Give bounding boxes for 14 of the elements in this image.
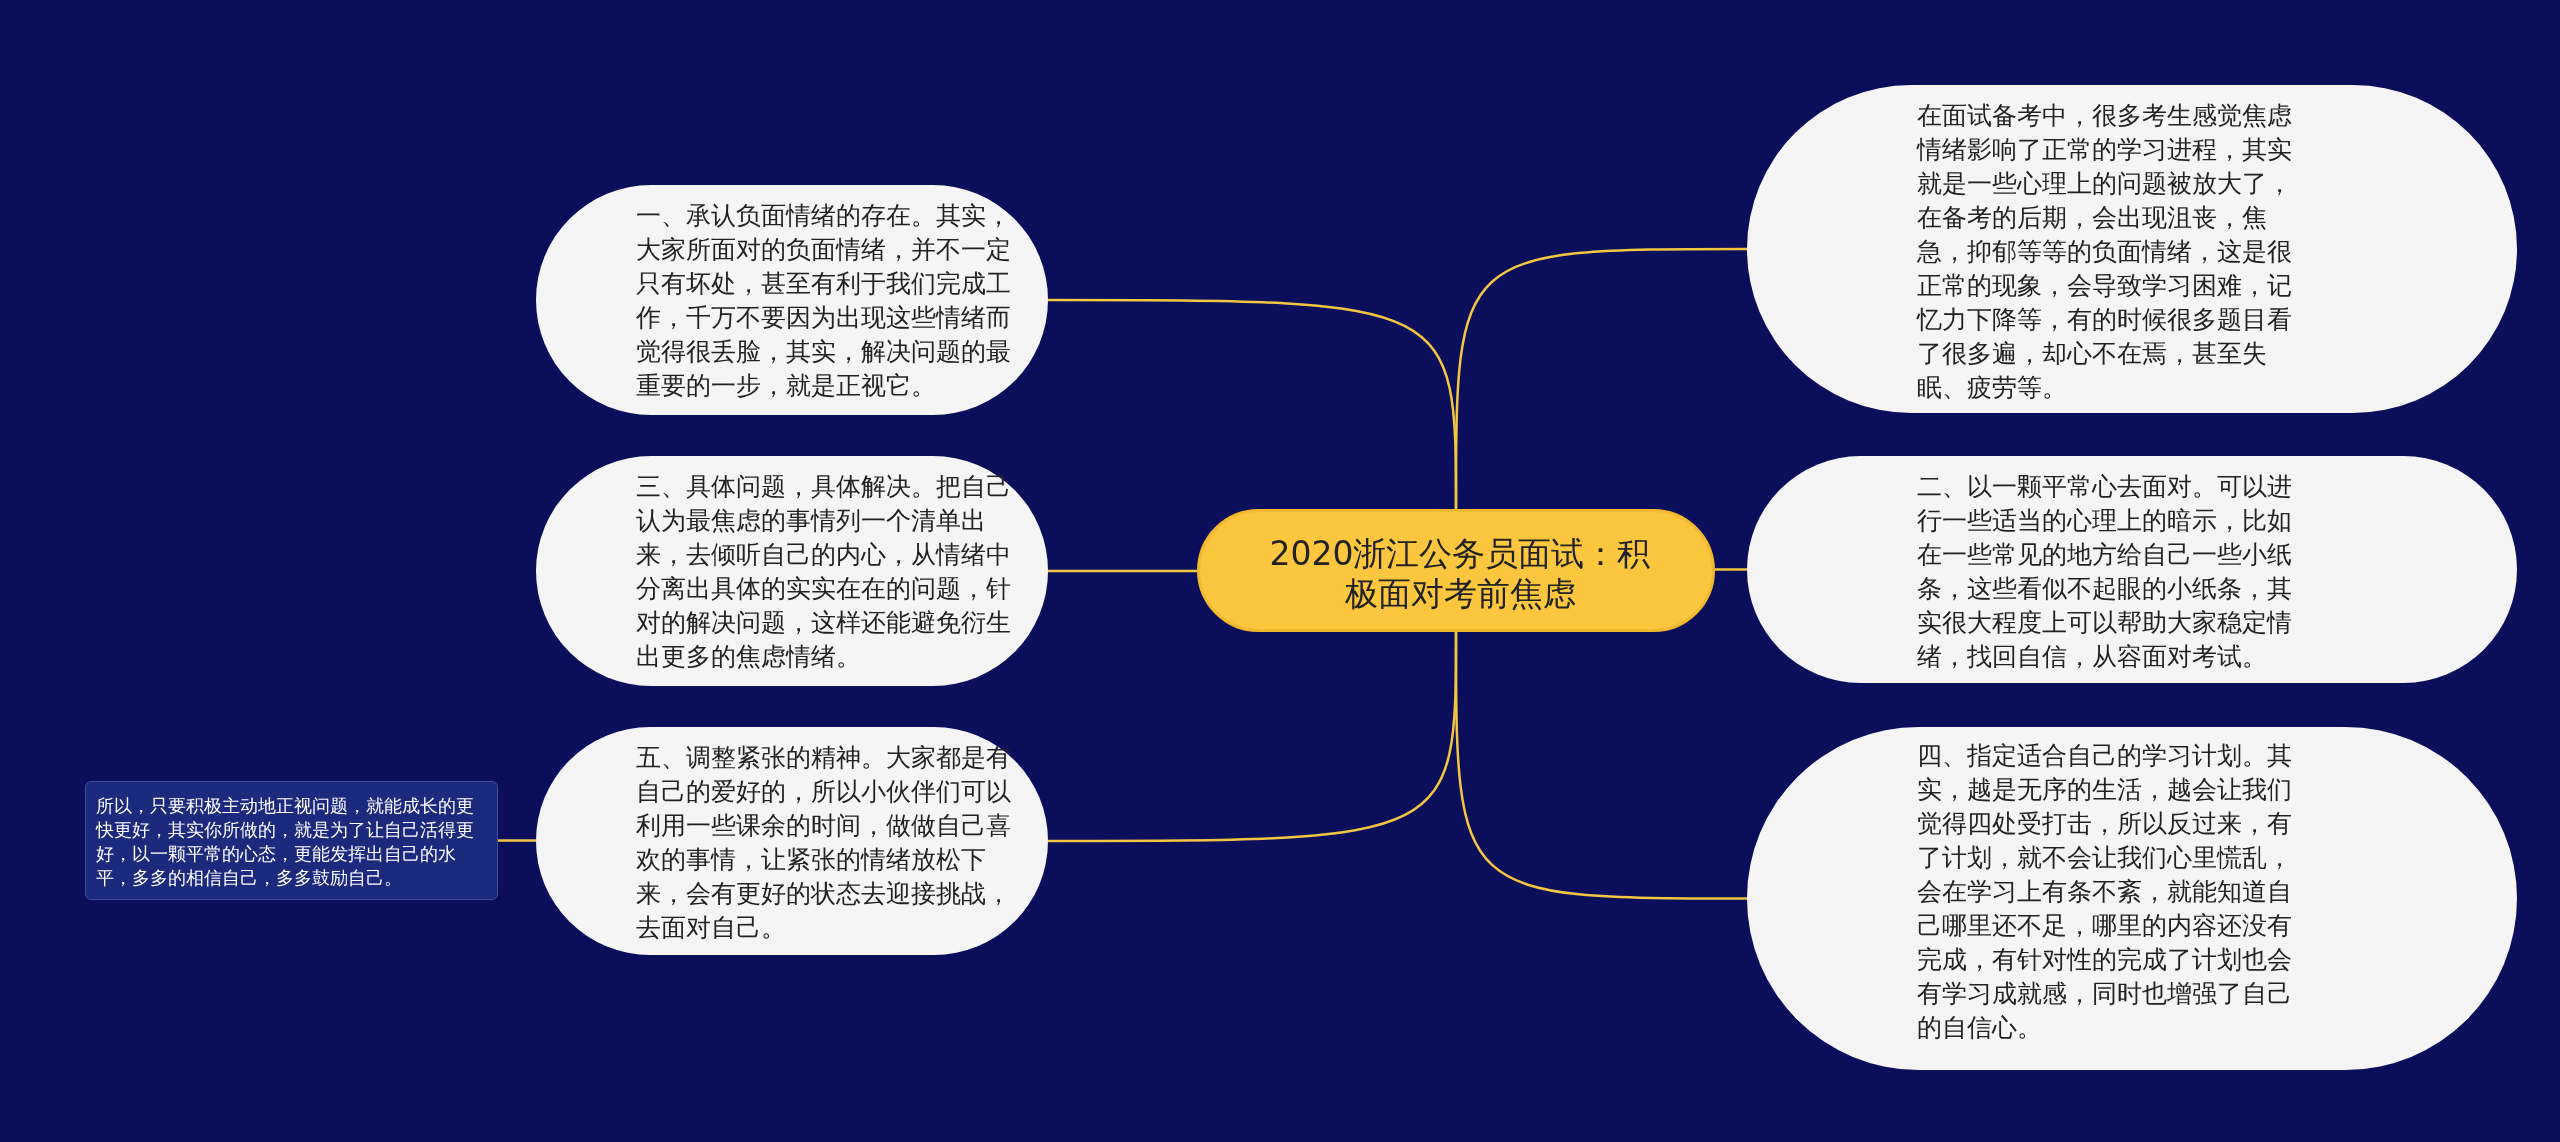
connector-line	[498, 839, 536, 842]
node-text: 二、以一颗平常心去面对。可以进行一些适当的心理上的暗示，比如在一些常见的地方给自己一些小纸条，这些看似不起眼的小纸条，其实很大程度上可以帮助大家稳定情绪，找回自信，从容面对考试。	[1917, 471, 2293, 673]
node-text: 在面试备考中，很多考生感觉焦虑情绪影响了正常的学习进程，其实就是一些心理上的问题被放大了，在备考的后期，会出现沮丧，焦急，抑郁等等的负面情绪，这是很正常的现象，会导致学习困难，记忆力下降等，有的时候很多题目看了很多遍，却心不在焉，甚至失眠、疲劳等。	[1917, 100, 2293, 404]
note-box	[85, 781, 498, 900]
connector-line	[1715, 568, 1747, 571]
topic-text: 2020浙江公务员面试：积极面对考前焦虑	[1268, 534, 1652, 614]
node-text: 四、指定适合自己的学习计划。其实，越是无序的生活，越会让我们觉得四处受打击，所以反过来，有了计划，就不会让我们心里慌乱，会在学习上有条不紊，就能知道自己哪里还不足，哪里的内容还没有完成，有针对性的完成了计划也会有学习成就感，同时也增强了自己的自信心。	[1917, 740, 2293, 1044]
connector-line	[1048, 569, 1197, 573]
connector-line	[1048, 298, 1458, 509]
node-text: 三、具体问题，具体解决。把自己认为最焦虑的事情列一个清单出来，去倾听自己的内心，从情绪中分离出具体的实实在在的问题，针对的解决问题，这样还能避免衍生出更多的焦虑情绪。	[636, 471, 1012, 673]
node-text: 一、承认负面情绪的存在。其实，大家所面对的负面情绪，并不一定只有坏处，甚至有利于我们完成工作，千万不要因为出现这些情绪而觉得很丢脸，其实，解决问题的最重要的一步，就是正视它。	[636, 200, 1012, 402]
node-text: 所以，只要积极主动地正视问题，就能成长的更快更好，其实你所做的，就是为了让自己活得更好，以一颗平常的心态，更能发挥出自己的水平，多多的相信自己，多多鼓励自己。	[96, 795, 475, 890]
connector-line	[1048, 632, 1458, 843]
node-text: 五、调整紧张的精神。大家都是有自己的爱好的，所以小伙伴们可以利用一些课余的时间，做做自己喜欢的事情，让紧张的情绪放松下来，会有更好的状态去迎接挑战，去面对自己。	[636, 742, 1012, 944]
